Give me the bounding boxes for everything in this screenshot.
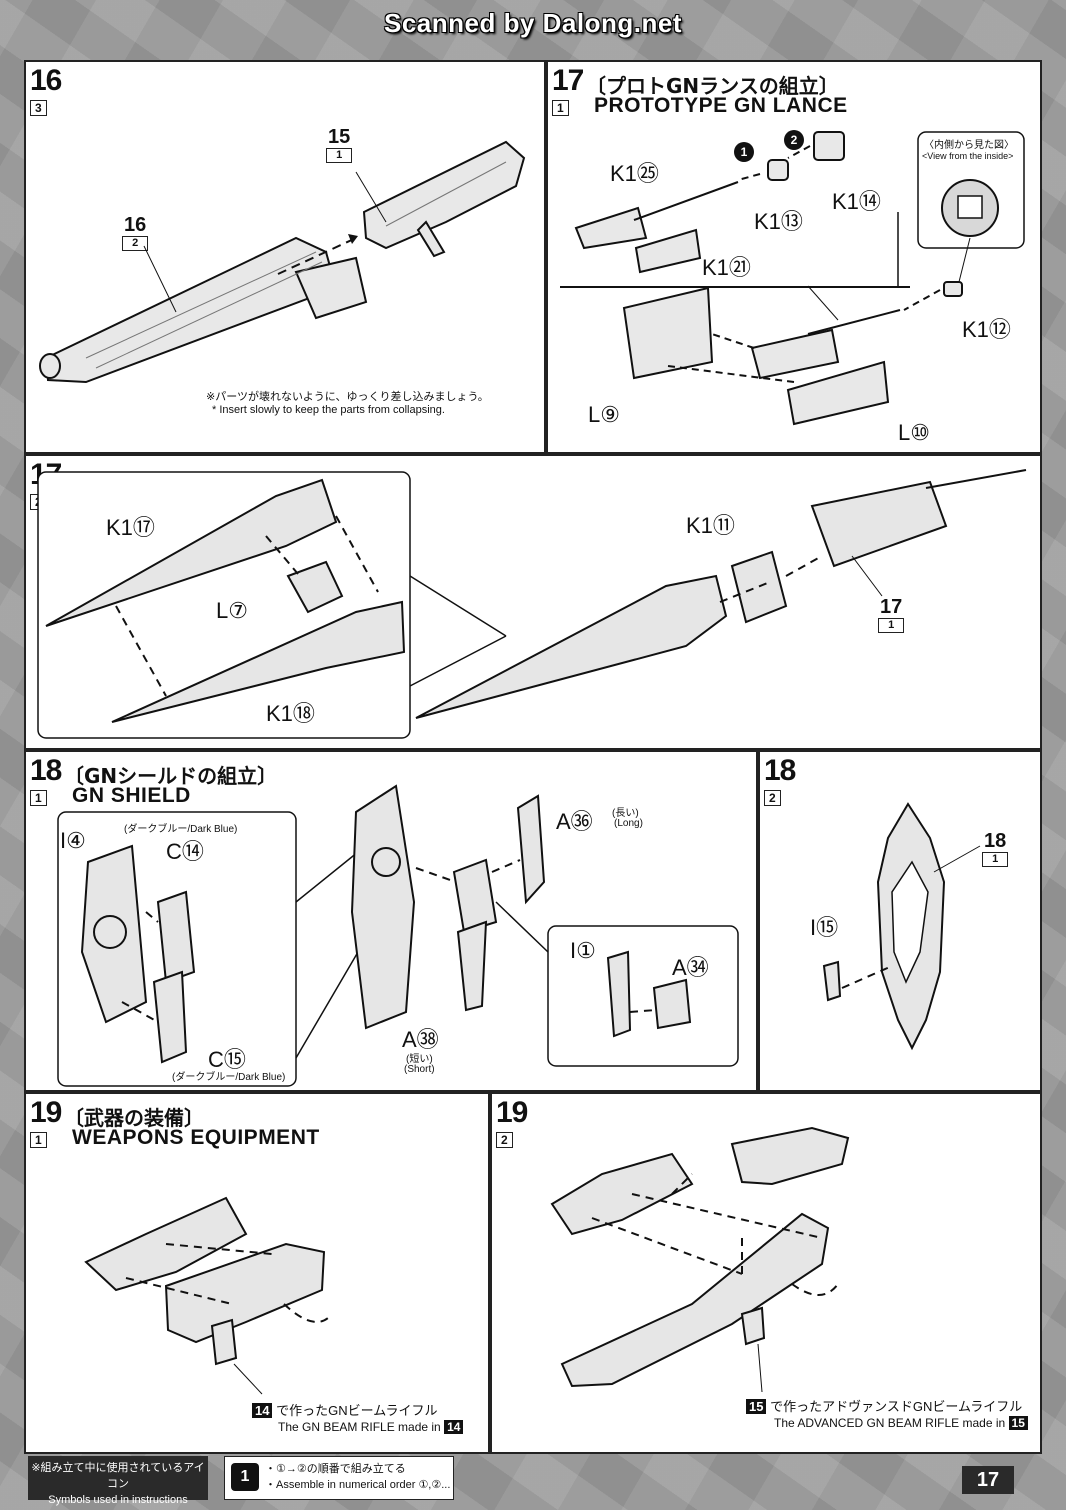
step-title-en: PROTOTYPE GN LANCE	[594, 94, 848, 117]
part-label-i-15: I⑮	[810, 915, 839, 940]
step-number: 18	[764, 754, 796, 787]
substep-number: 1	[30, 790, 47, 806]
step-17-1-drawing: 1 2	[560, 130, 1025, 426]
insert-note-en: * Insert slowly to keep the parts from c…	[212, 404, 445, 416]
caption-line1: 15 で作ったアドヴァンスドGNビームライフル	[746, 1396, 1022, 1415]
color-note-2: (ダークブルー/Dark Blue)	[172, 1072, 286, 1083]
long-en: (Long)	[614, 818, 643, 829]
step-19-1-panel: 19 1 〔武器の装備〕 WEAPONS EQUIPMENT 14 で作ったGN…	[24, 1092, 490, 1454]
part-label-k1-13: K1⑬	[754, 209, 803, 234]
substep-number: 2	[764, 790, 781, 806]
numerical-order-symbol: 1 ・①→②の順番で組み立てる ・Assemble in numerical o…	[224, 1456, 454, 1500]
step-19-1-drawing	[84, 1196, 333, 1395]
substep-number: 1	[552, 100, 569, 116]
part-label-a-36: A㊱	[556, 809, 593, 834]
view-note-en: <View from the inside>	[922, 151, 1014, 161]
svg-text:1: 1	[741, 145, 748, 159]
step-17-2-drawing	[37, 469, 1027, 739]
step-number: 16	[30, 64, 62, 97]
step-number: 19	[496, 1096, 528, 1129]
short-jp: (短い)	[406, 1054, 433, 1065]
caption-line2: The ADVANCED GN BEAM RIFLE made in 15	[774, 1416, 1028, 1430]
caption-ref-14: 14	[252, 1403, 273, 1418]
step-19-2-drawing	[550, 1126, 850, 1393]
step-title-en: WEAPONS EQUIPMENT	[72, 1126, 320, 1149]
caption-line1: 14 で作ったGNビームライフル	[252, 1400, 438, 1419]
icons-en: Symbols used in instructions	[48, 1494, 188, 1506]
page-number: 17	[962, 1466, 1014, 1494]
step-19-2-panel: 19 2 15 で作ったアドヴァンスドGNビームライフル The ADVANCE…	[490, 1092, 1042, 1454]
part-label-k1-11: K1⑪	[686, 513, 735, 538]
step-title-en: GN SHIELD	[72, 784, 191, 807]
part-label-k1-18: K1⑱	[266, 701, 315, 726]
substep-number: 3	[30, 100, 47, 116]
part-label-l-10: L⑩	[898, 420, 930, 445]
step-title-jp: 〔GNシールドの組立〕	[64, 764, 278, 788]
step-16-drawing	[39, 140, 526, 384]
part-label-c-14: C⑭	[166, 839, 204, 864]
step-18-2-drawing	[822, 802, 981, 1051]
caption-ref-14b: 14	[444, 1420, 464, 1434]
substep-number: 1	[30, 1132, 47, 1148]
part-label-k1-14: K1⑭	[832, 189, 881, 214]
caption-en: The ADVANCED GN BEAM RIFLE made in	[774, 1416, 1006, 1430]
svg-text:2: 2	[791, 133, 798, 147]
part-label-i-4: I④	[60, 828, 86, 853]
part-label-k1-25: K1㉕	[610, 161, 659, 186]
part-label-k1-21: K1㉑	[702, 255, 751, 280]
symbols-legend-label: ※組み立て中に使用されているアイコン Symbols used in instr…	[28, 1456, 208, 1506]
part-label-a-38: A㊳	[402, 1027, 439, 1052]
view-note-jp: 〈内側から見た図〉	[924, 140, 1014, 151]
caption-en: The GN BEAM RIFLE made in	[278, 1420, 441, 1434]
sym-jp: ・①→②の順番で組み立てる	[265, 1463, 406, 1475]
caption-jp: で作ったGNビームライフル	[276, 1403, 438, 1418]
insert-note-jp: ※パーツが壊れないように、ゆっくり差し込みましょう。	[206, 391, 489, 403]
footer: ※組み立て中に使用されているアイコン Symbols used in instr…	[28, 1456, 1040, 1506]
caption-ref-15b: 15	[1008, 1416, 1028, 1430]
step-17-1-panel: 17 1 〔プロトGNランスの組立〕 PROTOTYPE GN LANCE	[546, 60, 1042, 454]
part-label-c-15: C⑮	[208, 1047, 246, 1072]
icons-jp: ※組み立て中に使用されているアイコン	[31, 1462, 205, 1490]
watermark: Scanned by Dalong.net	[384, 8, 682, 38]
part-label-l-7: L⑦	[216, 598, 248, 623]
part-label-l-9: L⑨	[588, 402, 620, 427]
color-note-1: (ダークブルー/Dark Blue)	[124, 824, 238, 835]
short-en: (Short)	[404, 1064, 435, 1075]
step-title-jp: 〔プロトGNランスの組立〕	[586, 74, 839, 98]
part-label-i-1: I①	[570, 938, 596, 963]
long-jp: (長い)	[612, 808, 639, 819]
substep-number: 2	[496, 1132, 513, 1148]
step-number: 17	[552, 64, 584, 97]
step-title-jp: 〔武器の装備〕	[64, 1106, 204, 1130]
caption-line2: The GN BEAM RIFLE made in 14	[278, 1420, 464, 1434]
step-18-1-drawing	[57, 784, 739, 1087]
step-17-2-panel: 17 2 K1⑰ L⑦ K1⑱ K1⑪ 171	[24, 454, 1042, 750]
part-label-k1-17: K1⑰	[106, 515, 155, 540]
step-18-1-panel: 18 1 〔GNシールドの組立〕 GN SHIELD I④	[24, 750, 758, 1092]
step-number: 19	[30, 1096, 62, 1129]
order-badge-icon: 1	[231, 1463, 259, 1491]
sym-en: ・Assemble in numerical order ①,②...	[265, 1479, 451, 1491]
part-label-k1-12: K1⑫	[962, 317, 1011, 342]
caption-ref-15: 15	[746, 1399, 767, 1414]
part-label-a-34: A㉞	[672, 955, 709, 980]
caption-jp: で作ったアドヴァンスドGNビームライフル	[770, 1399, 1023, 1414]
step-number: 18	[30, 754, 62, 787]
